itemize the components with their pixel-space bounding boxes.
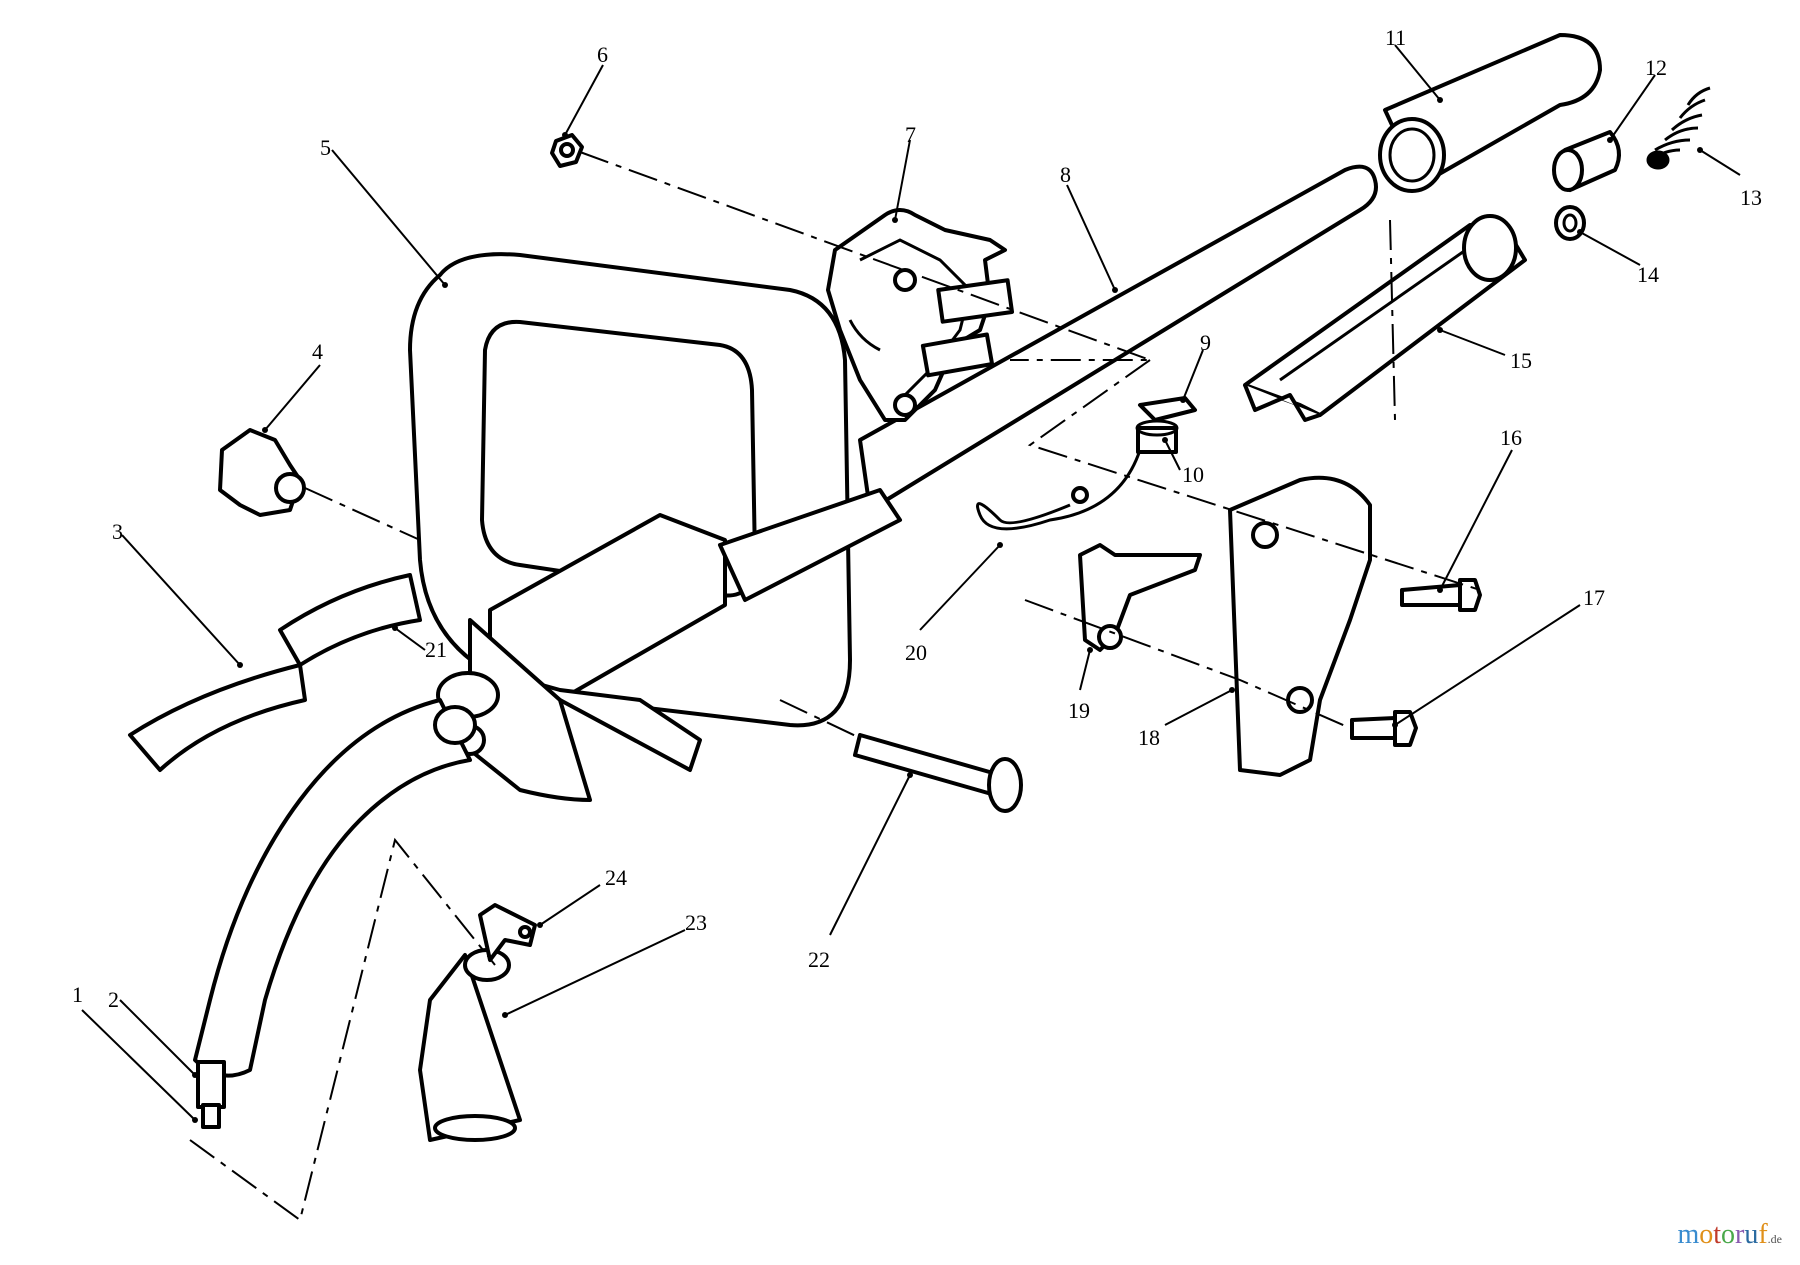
centerlines xyxy=(189,151,1481,1222)
callout-22: 22 xyxy=(808,947,830,972)
leader-lines xyxy=(81,44,1741,1123)
watermark-letter: o xyxy=(1699,1219,1714,1250)
carriage-bolt xyxy=(853,733,1023,813)
callout-11: 11 xyxy=(1385,25,1406,50)
ring xyxy=(1554,205,1586,241)
callout-17: 17 xyxy=(1583,585,1605,610)
nut xyxy=(550,133,584,168)
callout-1: 1 xyxy=(72,982,83,1007)
callout-8: 8 xyxy=(1060,162,1071,187)
grip-ferrule xyxy=(418,948,522,1142)
callout-24: 24 xyxy=(605,865,627,890)
curved-grip-tube xyxy=(193,698,477,1129)
callout-14: 14 xyxy=(1637,262,1659,287)
callout-13: 13 xyxy=(1740,185,1762,210)
callout-19: 19 xyxy=(1068,698,1090,723)
callout-6: 6 xyxy=(597,42,608,67)
watermark-letter: f xyxy=(1758,1219,1768,1250)
callout-18: 18 xyxy=(1138,725,1160,750)
trigger xyxy=(1078,543,1202,652)
screw-upper xyxy=(1400,578,1482,612)
callout-3: 3 xyxy=(112,519,123,544)
shaft-tube xyxy=(858,164,1378,512)
handle-mount-block xyxy=(436,488,902,802)
watermark-letter: m xyxy=(1677,1219,1700,1250)
grip-pad-upper xyxy=(278,573,422,667)
callout-16: 16 xyxy=(1500,425,1522,450)
grip-pad xyxy=(128,663,307,772)
callout-10: 10 xyxy=(1182,462,1204,487)
callout-15: 15 xyxy=(1510,348,1532,373)
callout-9: 9 xyxy=(1200,330,1211,355)
callout-2: 2 xyxy=(108,987,119,1012)
watermark-letter: u xyxy=(1744,1219,1759,1250)
watermark-letter: r xyxy=(1735,1219,1745,1250)
callout-7: 7 xyxy=(905,122,916,147)
watermark-letter: t xyxy=(1713,1219,1722,1250)
parts-drawing xyxy=(128,33,1711,1142)
callout-20: 20 xyxy=(905,640,927,665)
handle-housing xyxy=(826,208,1015,422)
spring xyxy=(1646,86,1711,170)
sleeve xyxy=(1378,33,1602,193)
callouts: 1 2 3 4 5 6 7 8 9 10 11 12 13 14 15 16 1… xyxy=(72,25,1762,1012)
watermark-logo: motoruf.de xyxy=(1677,1219,1782,1251)
callout-12: 12 xyxy=(1645,55,1667,80)
clip xyxy=(478,903,537,962)
wire xyxy=(976,449,1142,531)
bushing xyxy=(1552,130,1621,192)
watermark-letter: o xyxy=(1721,1219,1736,1250)
screw-lower xyxy=(1350,710,1418,747)
callout-21: 21 xyxy=(425,637,447,662)
callout-23: 23 xyxy=(685,910,707,935)
knob xyxy=(218,428,306,517)
trigger-bracket xyxy=(1243,214,1527,422)
handle-cover xyxy=(1228,475,1372,777)
callout-4: 4 xyxy=(312,339,323,364)
callout-5: 5 xyxy=(320,135,331,160)
watermark-suffix: .de xyxy=(1767,1232,1782,1246)
